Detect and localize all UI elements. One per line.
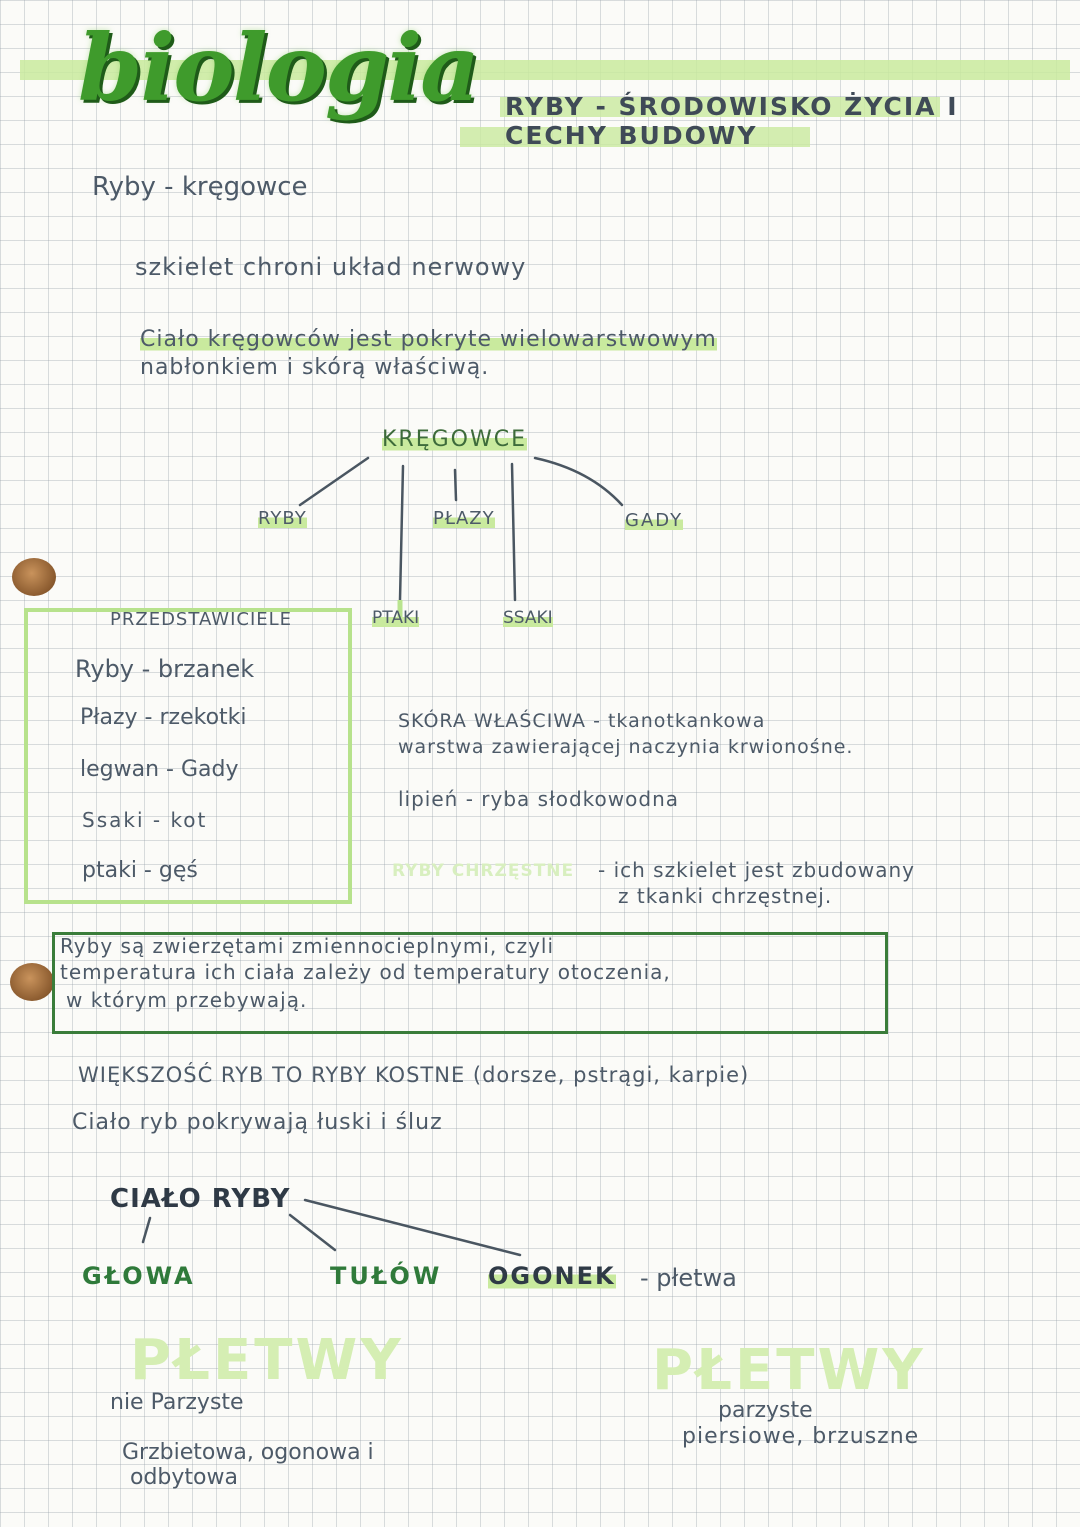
representatives-box [24,608,352,904]
representative-item: Ssaki - kot [82,808,208,832]
highlighted-text: Ciało kręgowców jest pokryte wielowarstw… [140,327,717,352]
tree-root-label: KRĘGOWCE [382,427,527,452]
topic-highlight [500,97,940,117]
topic-title-line1: RYBY - ŚRODOWISKO ŻYCIA I [505,92,959,121]
boxed-note-line: temperatura ich ciała zależy od temperat… [60,960,671,984]
tree-child-label: PŁAZY [433,508,495,529]
boxed-note [52,932,888,1034]
boxed-note-line: Ryby są zwierzętami zmiennocieplnymi, cz… [60,934,555,958]
note-line: nabłonkiem i skórą właściwą. [140,355,490,380]
tree-child-label: RYBY [258,508,307,529]
note-line: SKÓRA WŁAŚCIWA - tkanotkankowa [398,710,766,732]
note-line: Ryby - kręgowce [92,172,308,202]
fins-title-paired: PŁETWY [652,1338,926,1403]
subject-title: biologia [78,14,480,122]
fins-subtitle: nie Parzyste [110,1390,244,1415]
binder-hole [10,963,54,1001]
binder-hole [12,558,56,596]
fins-subtitle: parzyste [718,1398,813,1423]
representative-item: legwan - Gady [80,757,239,782]
representatives-title: PRZEDSTAWICIELE [110,609,293,630]
faint-label: RYBY CHRZĘSTNE [392,861,575,881]
representative-item: Ryby - brzanek [75,655,255,683]
fins-list: odbytowa [130,1465,238,1490]
tail-note: - płetwa [640,1264,737,1292]
fins-list: Grzbietowa, ogonowa i [122,1440,374,1465]
note-line: lipień - ryba słodkowodna [398,787,680,811]
representative-item: Płazy - rzekotki [80,705,247,730]
representative-item: ptaki - gęś [82,858,198,883]
note-line: warstwa zawierającej naczynia krwionośne… [398,736,854,758]
note-line: z tkanki chrzęstnej. [618,884,833,908]
topic-highlight [460,127,810,147]
note-line: - ich szkielet jest zbudowany [598,858,915,882]
tree-child-label: PTAKI [372,608,420,628]
note-line: szkielet chroni układ nerwowy [135,253,527,281]
header-highlight-stripe [20,60,1070,80]
note-line: Ciało kręgowców jest pokryte wielowarstw… [140,327,717,352]
fins-title-unpaired: PŁETWY [130,1328,404,1393]
note-line: WIĘKSZOŚĆ RYB TO RYBY KOSTNE (dorsze, ps… [78,1063,750,1087]
note-line: Ciało ryb pokrywają łuski i śluz [72,1110,443,1135]
tree-child-label: GADY [625,510,684,531]
fins-list: piersiowe, brzuszne [682,1424,920,1449]
body-part-label: TUŁÓW [330,1262,443,1290]
boxed-note-line: w którym przebywają. [66,988,308,1012]
topic-title-line2: CECHY BUDOWY [505,121,758,150]
body-part-label: GŁOWA [82,1262,196,1290]
body-part-label: OGONEK [488,1262,616,1290]
body-root-label: CIAŁO RYBY [110,1184,291,1214]
tree-child-label: SSAKI [503,608,553,628]
